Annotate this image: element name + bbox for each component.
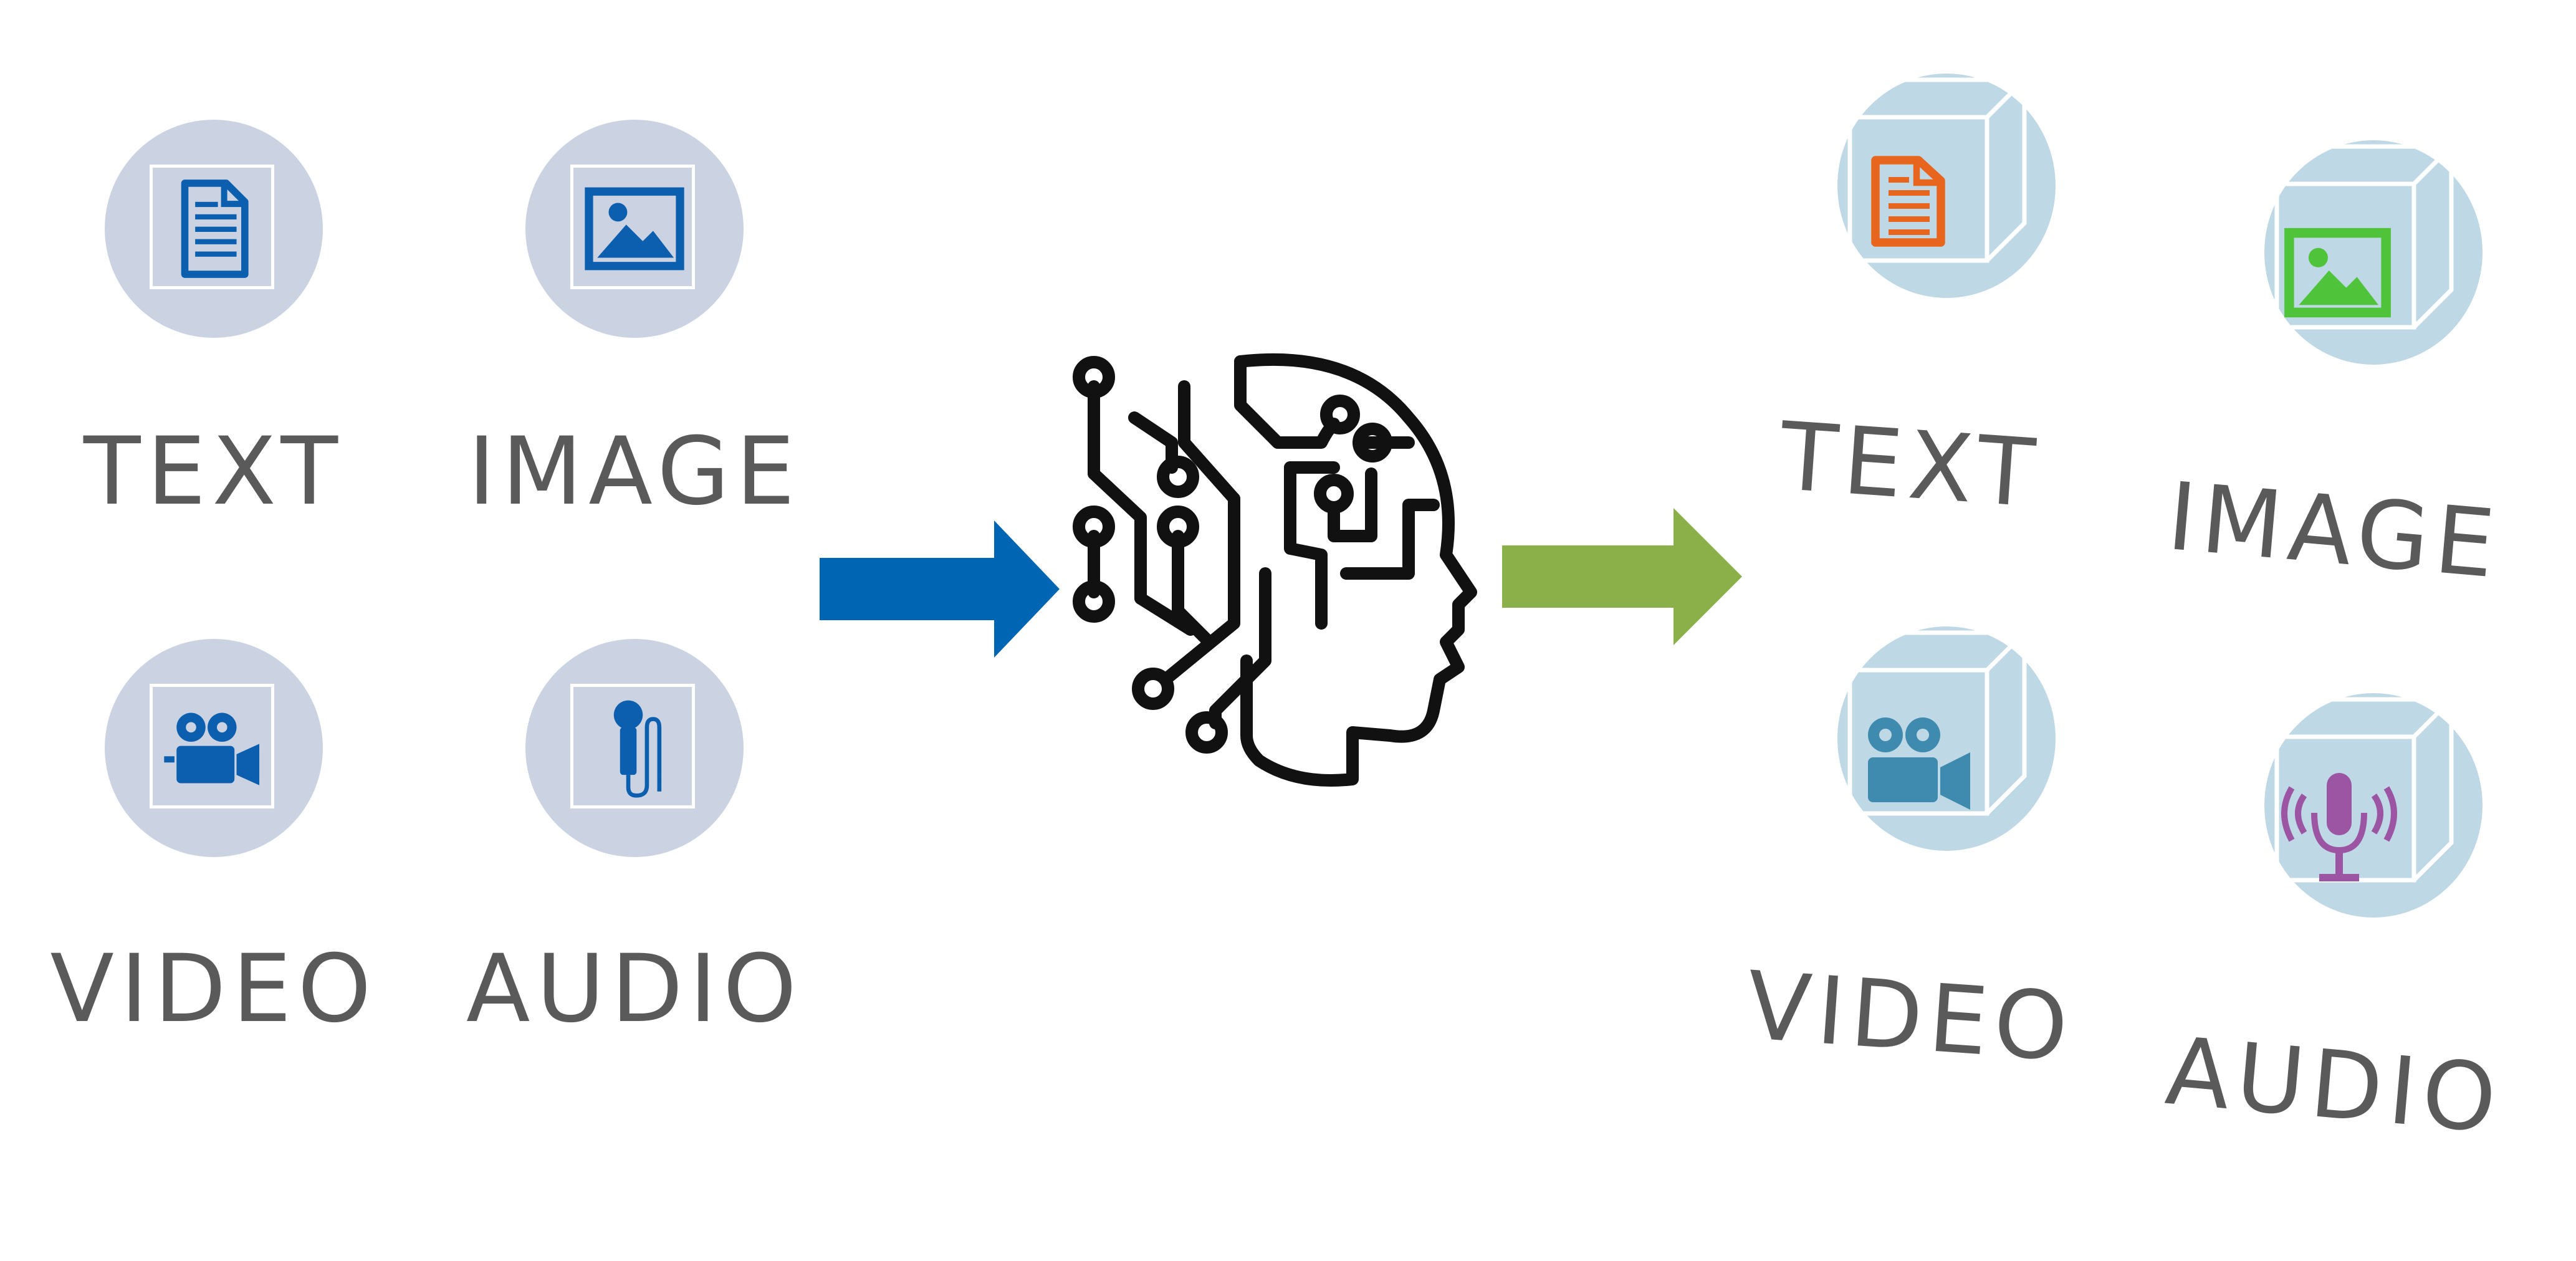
- picture-icon: [2284, 228, 2391, 318]
- glass-cube-icon: [1847, 630, 2030, 816]
- output-video-label: VIDEO: [1743, 951, 2078, 1083]
- output-image-label: IMAGE: [2163, 463, 2505, 600]
- glass-cube-icon: [1847, 77, 2030, 263]
- picture-icon: [585, 187, 684, 271]
- input-image-label: IMAGE: [467, 418, 802, 526]
- document-icon: [181, 180, 249, 278]
- input-audio-label: AUDIO: [466, 935, 803, 1043]
- output-audio-node: [2258, 687, 2489, 918]
- output-text-node: [1831, 67, 2062, 298]
- input-video-label: VIDEO: [50, 935, 378, 1043]
- video-camera-icon: [164, 712, 260, 785]
- input-text-label: TEXT: [83, 418, 345, 526]
- glass-cube-icon: [2274, 144, 2457, 330]
- microphone-icon: [2281, 773, 2397, 881]
- video-camera-icon: [1868, 717, 1970, 810]
- output-image-node: [2258, 134, 2489, 365]
- input-video-circle: [105, 639, 323, 857]
- ai-head-circuit-icon: [1073, 353, 1477, 787]
- input-audio-circle: [525, 639, 744, 857]
- input-arrow: [820, 520, 1060, 658]
- output-video-node: [1831, 620, 2062, 851]
- output-arrow: [1502, 508, 1742, 645]
- input-image-circle: [525, 120, 744, 338]
- glass-cube-icon: [2274, 697, 2457, 883]
- output-audio-label: AUDIO: [2162, 1017, 2507, 1155]
- input-text-circle: [105, 120, 323, 338]
- document-icon: [1871, 156, 1945, 247]
- microphone-icon: [613, 700, 662, 798]
- output-text-label: TEXT: [1776, 402, 2044, 529]
